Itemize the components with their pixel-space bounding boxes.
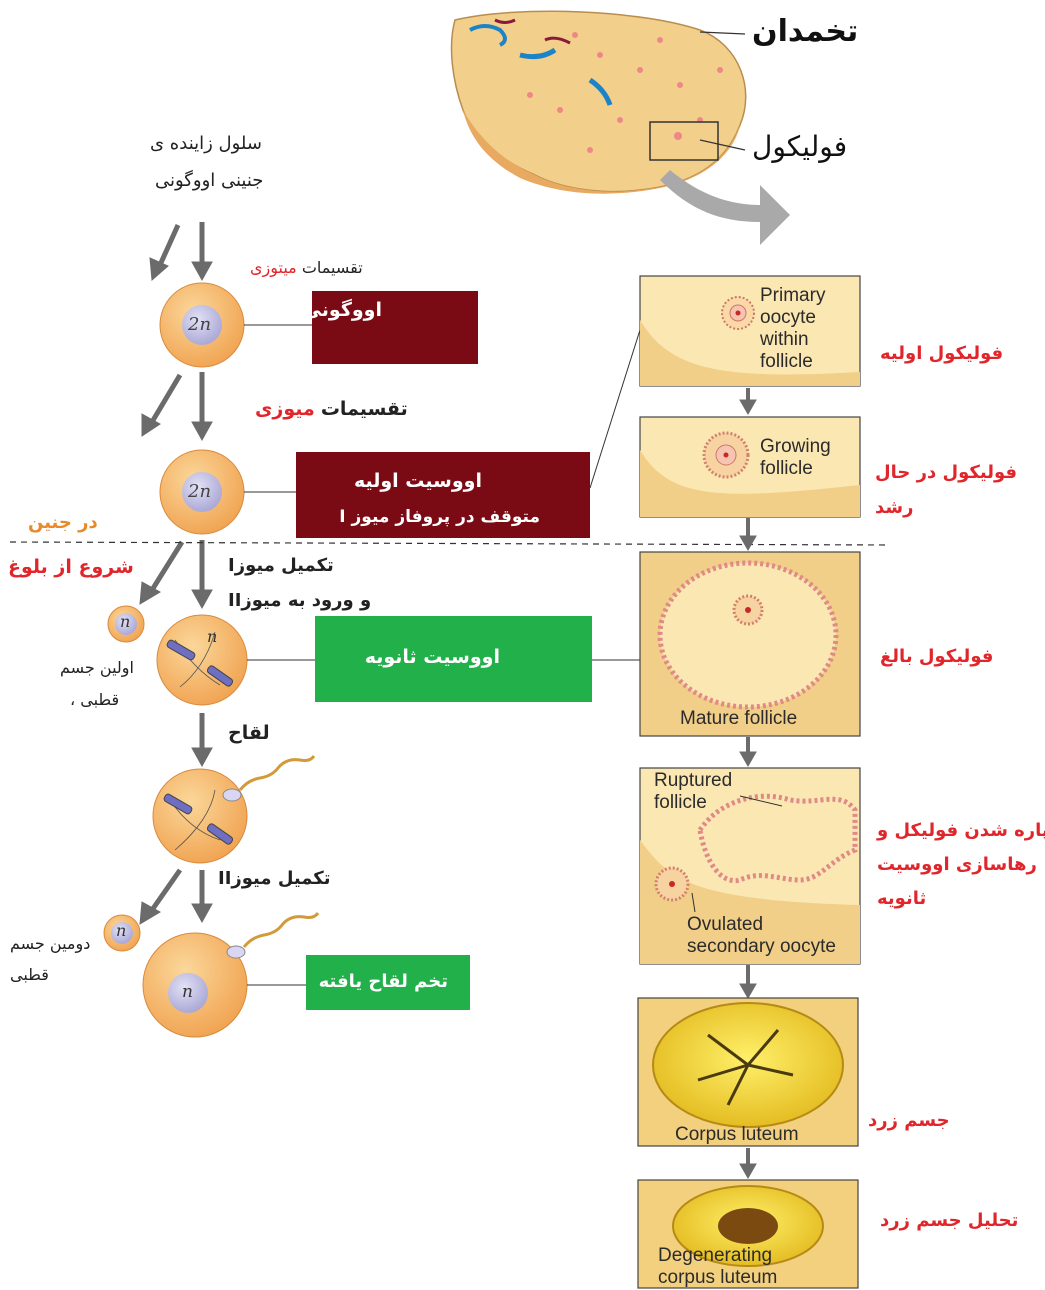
meiosis2-complete-label: تکمیل میوزII (218, 868, 331, 889)
fetus-puberty-divider (10, 542, 890, 545)
primary-oocyte-box-line2: متوقف در پروفاز میوز I (339, 507, 540, 527)
from-puberty-label: شروع از بلوغ (8, 556, 134, 578)
primary-follicle-fa: فولیکول اولیه (880, 343, 1003, 364)
fertilized-oocyte-cell (153, 756, 314, 863)
primary-follicle-en-3: within (760, 329, 809, 351)
zygote-box-text: تخم لقاح یافته (319, 971, 448, 992)
secondary-oocyte-box: اووسیت ثانویه (315, 616, 592, 702)
primary-follicle-panel (640, 276, 860, 386)
secondary-oocyte-cell (157, 615, 247, 705)
meiosis-text: تقسیمات (321, 398, 408, 420)
corpus-luteum-en: Corpus luteum (675, 1124, 799, 1146)
follicle-label: فولیکول (752, 130, 847, 163)
mitosis-text: تقسیمات (302, 258, 363, 277)
second-polar-body-ploidy: n (116, 921, 126, 940)
mitosis-word: میتوزی (250, 258, 297, 277)
growing-follicle-en-2: follicle (760, 458, 813, 480)
zygote-cell (143, 913, 318, 1037)
secondary-oocyte-ploidy: n (207, 627, 217, 646)
first-polar-body-label-1: اولین جسم (60, 658, 134, 677)
ruptured-follicle-fa-2: رهاسازی اووسیت (877, 854, 1037, 875)
mitosis-label: تقسیمات میتوزی (250, 258, 363, 277)
meiosis-label: تقسیمات میوزی (255, 398, 408, 420)
ovulated-oocyte-en-1: Ovulated (687, 914, 763, 936)
primary-oocyte-box-line1: اووسیت اولیه (354, 470, 482, 492)
primary-follicle-en-4: follicle (760, 351, 813, 373)
ruptured-follicle-fa-3: ثانویه (877, 888, 926, 909)
oogonium-ploidy: 2n (188, 314, 211, 335)
ruptured-follicle-en-1: Ruptured (654, 770, 732, 792)
primary-follicle-en-1: Primary (760, 285, 825, 307)
fertilization-label: لقاح (228, 722, 270, 744)
growing-follicle-fa-2: رشد (875, 497, 913, 518)
first-polar-body-ploidy: n (120, 612, 130, 631)
oogonium-box: اووگونی (312, 291, 478, 364)
primary-oocyte-box: اووسیت اولیه متوقف در پروفاز میوز I (296, 452, 590, 538)
oogonium-box-text: اووگونی (303, 299, 382, 321)
growing-follicle-panel (640, 417, 860, 517)
zygote-box: تخم لقاح یافته (306, 955, 470, 1010)
corpus-luteum-fa: جسم زرد (868, 1110, 950, 1131)
meiosis1-complete-1: تکمیل میوزI (228, 555, 334, 576)
mature-follicle-en: Mature follicle (680, 708, 797, 730)
second-polar-body-label-2: قطبی (10, 965, 49, 984)
degenerating-en-2: corpus luteum (658, 1267, 777, 1289)
growing-follicle-en-1: Growing (760, 436, 831, 458)
germ-cell-label-2: جنینی اووگونی (155, 170, 263, 191)
ruptured-follicle-fa-1: پاره شدن فولیکل و (877, 820, 1045, 841)
secondary-oocyte-box-text: اووسیت ثانویه (365, 646, 500, 668)
primary-follicle-en-2: oocyte (760, 307, 816, 329)
in-fetus-label: در جنین (28, 512, 98, 533)
degenerating-fa: تحلیل جسم زرد (880, 1210, 1018, 1231)
growing-follicle-fa-1: فولیکول در حال (875, 462, 1017, 483)
germ-cell-label-1: سلول زاینده ی (150, 133, 262, 154)
first-polar-body-label-2: قطبی ، (70, 690, 119, 709)
meiosis-word: میوزی (255, 398, 315, 420)
ovulated-oocyte-en-2: secondary oocyte (687, 936, 836, 958)
ovary-label: تخمدان (752, 14, 858, 49)
second-polar-body-label-1: دومین جسم (10, 934, 90, 953)
ruptured-follicle-en-2: follicle (654, 792, 707, 814)
zygote-ploidy: n (182, 982, 193, 1002)
primary-oocyte-ploidy: 2n (188, 481, 211, 502)
mature-follicle-fa: فولیکول بالغ (880, 646, 993, 667)
meiosis1-complete-2: و ورود به میوزII (228, 590, 371, 611)
degenerating-en-1: Degenerating (658, 1245, 772, 1267)
ovary-illustration (452, 11, 790, 245)
